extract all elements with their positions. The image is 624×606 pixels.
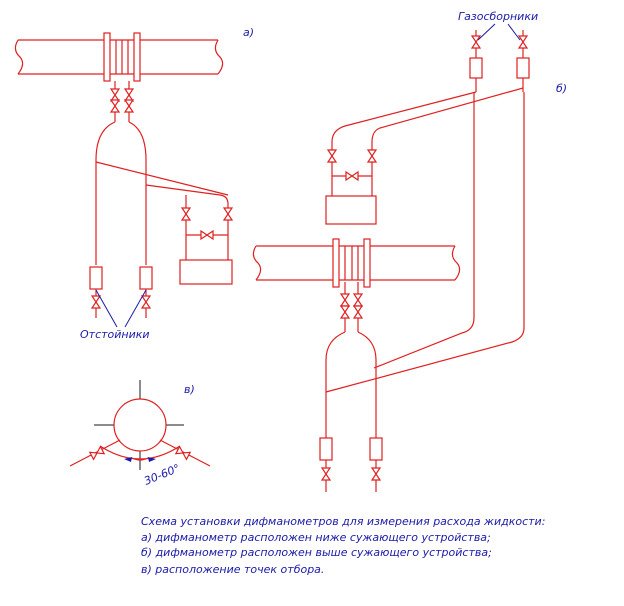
- settler-b-left: [319, 437, 333, 461]
- valve-icon: [367, 149, 377, 163]
- caption-line-v: в) расположение точек отбора.: [141, 563, 324, 576]
- gas-collector-left: [469, 57, 483, 79]
- caption-line-b: б) дифманометр расположен выше сужающего…: [141, 546, 492, 559]
- valve-icon: [518, 35, 528, 49]
- valve-icon: [327, 149, 337, 163]
- settlers-leader: [124, 289, 147, 328]
- valve-icon: [353, 305, 363, 319]
- valve-icon: [141, 295, 151, 309]
- valve-icon: [124, 99, 134, 113]
- valve-icon: [175, 446, 191, 460]
- orifice-b: [332, 238, 371, 288]
- diagram-a: Отстойники а): [14, 26, 254, 341]
- angle-arc: [99, 445, 181, 460]
- variant-b-label: б): [556, 82, 567, 95]
- equalizing-valve-icon: [200, 230, 214, 240]
- valve-icon: [340, 305, 350, 319]
- caption: Схема установки дифманометров для измере…: [141, 515, 545, 576]
- differential-manometer-a: [179, 259, 233, 285]
- valve-icon: [181, 207, 191, 221]
- arrowhead-icon: [148, 457, 156, 462]
- angle-label: 30-60°: [142, 462, 182, 488]
- caption-line-a: а) дифманометр расположен ниже сужающего…: [141, 531, 491, 544]
- arrowhead-icon: [124, 457, 132, 462]
- diagram-v: 30-60° в): [69, 380, 211, 488]
- angle-arc-inner: [131, 457, 149, 461]
- settler-right: [139, 266, 153, 290]
- caption-title: Схема установки дифманометров для измере…: [141, 515, 545, 528]
- valve-icon: [110, 99, 120, 113]
- orifice-a: [103, 32, 141, 82]
- gas-collectors-leader: [507, 23, 521, 41]
- valve-icon: [471, 35, 481, 49]
- gas-collectors: [469, 30, 530, 79]
- pipe-cross-section: [113, 398, 167, 452]
- valve-icon: [110, 88, 120, 102]
- valve-icon: [321, 467, 331, 481]
- pipe-b: [252, 245, 461, 281]
- valve-icon: [124, 88, 134, 102]
- pipe-a: [14, 39, 224, 75]
- settler-left: [89, 266, 103, 290]
- settlers-leader: [95, 289, 118, 328]
- settler-b-right: [369, 437, 383, 461]
- variant-v-label: в): [184, 383, 195, 396]
- diagram-b: Газосборники: [252, 10, 567, 492]
- valve-icon: [223, 207, 233, 221]
- valve-icon: [353, 293, 363, 307]
- valve-icon: [340, 293, 350, 307]
- valve-icon: [91, 295, 101, 309]
- gas-collectors-label: Газосборники: [458, 10, 538, 23]
- settlers-label: Отстойники: [80, 328, 150, 341]
- variant-a-label: а): [243, 26, 254, 39]
- impulse-lines-b: [325, 78, 525, 492]
- gas-collector-right: [516, 57, 530, 79]
- gas-collectors-leader: [477, 23, 496, 41]
- differential-manometer-b: [325, 195, 377, 225]
- equalizing-valve-icon: [345, 171, 359, 181]
- valve-icon: [371, 467, 381, 481]
- valve-icon: [89, 446, 105, 460]
